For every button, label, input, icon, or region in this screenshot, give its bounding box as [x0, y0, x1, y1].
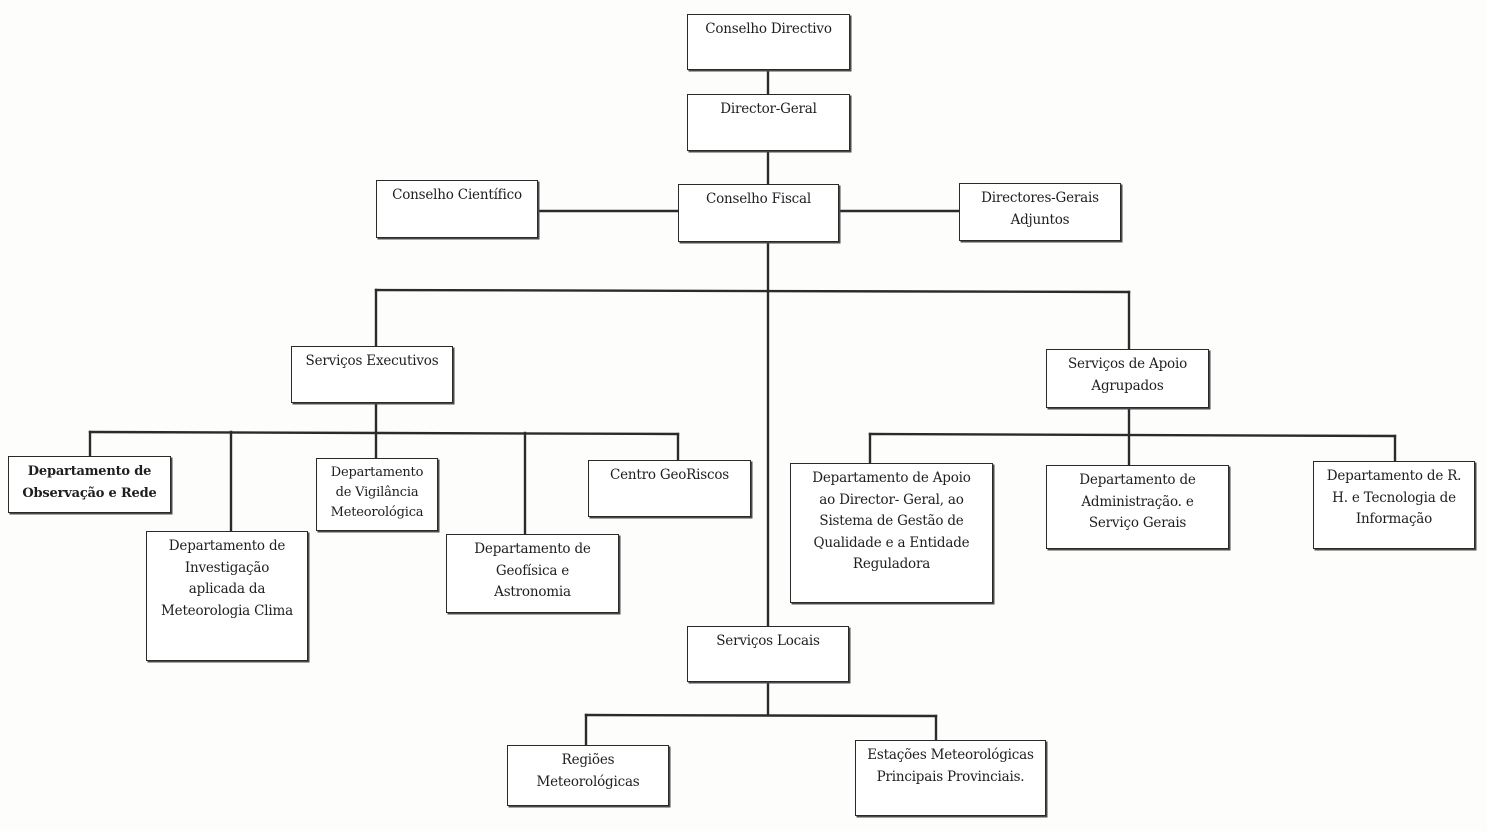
box-conselho-cientifico: Conselho Científico — [376, 180, 538, 238]
box-dept-rh-ti: Departamento de R. H. e Tecnologia de In… — [1313, 461, 1475, 549]
box-servicos-locais: Serviços Locais — [687, 626, 849, 682]
connector-line — [374, 288, 1131, 294]
box-servicos-apoio-agrupados: Serviços de Apoio Agrupados — [1046, 349, 1209, 408]
box-dept-geofisica: Departamento de Geofísica e Astronomia — [446, 534, 619, 613]
box-dept-administracao: Departamento de Administração. e Serviço… — [1046, 465, 1229, 549]
connector-line — [868, 432, 1397, 438]
box-servicos-executivos: Serviços Executivos — [291, 346, 453, 403]
box-dept-apoio-director: Departamento de Apoio ao Director- Geral… — [790, 463, 993, 603]
box-regioes-meteorologicas: Regiões Meteorológicas — [507, 745, 669, 806]
box-directores-gerais-adjuntos: Directores-Gerais Adjuntos — [959, 183, 1121, 241]
box-dept-observacao-rede: Departamento de Observação e Rede — [8, 456, 171, 513]
box-conselho-fiscal: Conselho Fiscal — [678, 184, 839, 242]
box-director-geral: Director-Geral — [687, 94, 850, 151]
connector-line — [88, 430, 680, 436]
connector-line — [584, 713, 938, 718]
box-dept-vigilancia: Departamento de Vigilância Meteorológica — [316, 458, 438, 531]
box-centro-georiscos: Centro GeoRiscos — [588, 460, 751, 517]
box-dept-investigacao: Departamento de Investigação aplicada da… — [146, 531, 308, 661]
box-estacoes-meteorologicas: Estações Meteorológicas Principais Provi… — [855, 740, 1046, 816]
box-conselho-directivo: Conselho Directivo — [687, 14, 850, 70]
